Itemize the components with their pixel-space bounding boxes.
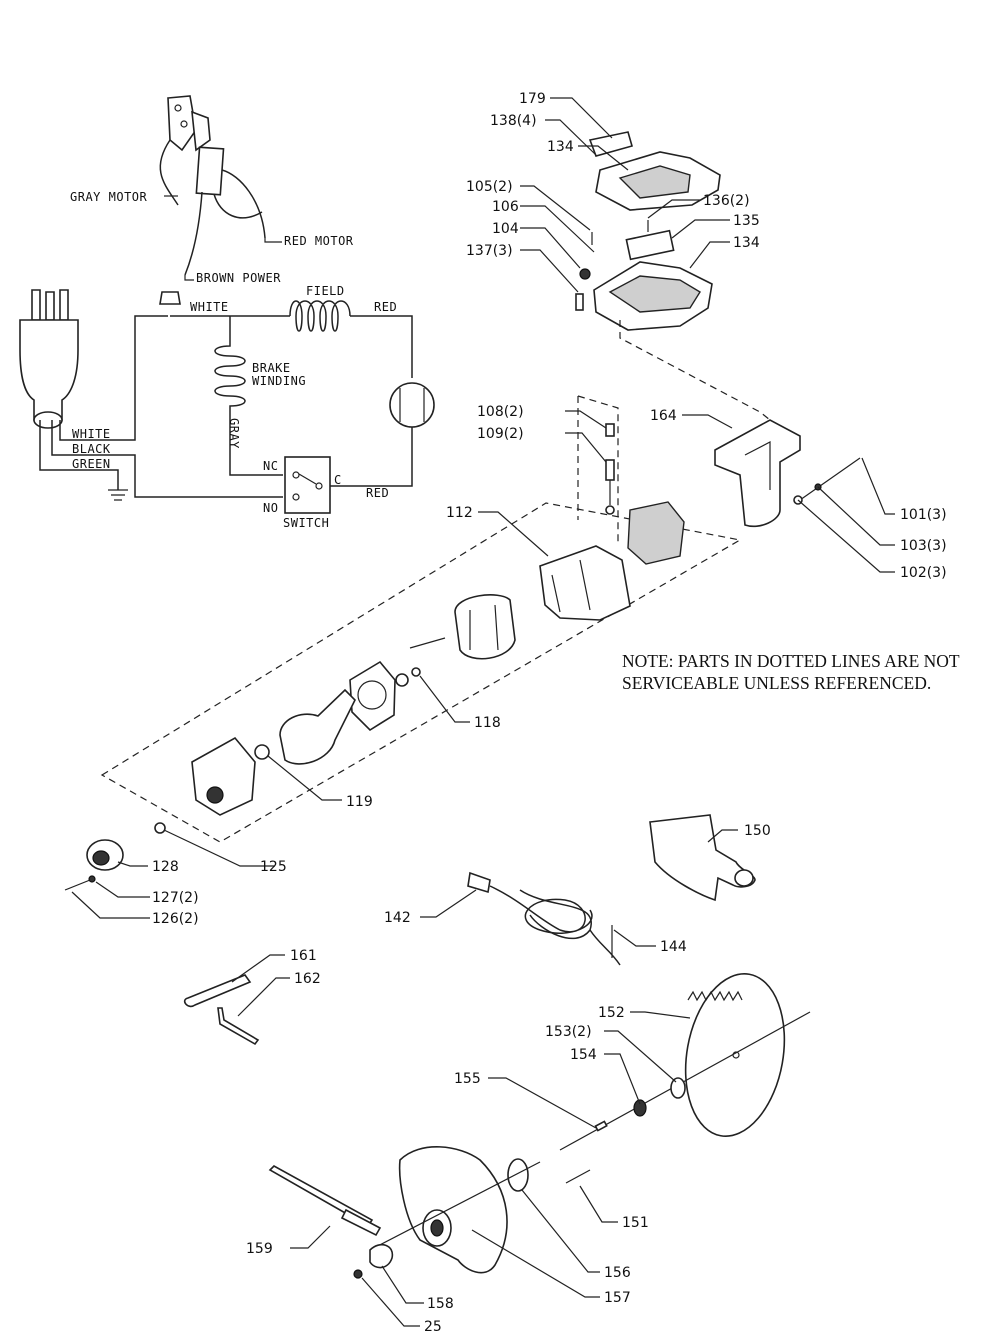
label-127: 127(2) bbox=[152, 890, 199, 906]
label-137: 137(3) bbox=[466, 243, 513, 259]
label-118: 118 bbox=[474, 715, 501, 731]
switch-135 bbox=[625, 229, 675, 261]
label-134-top: 134 bbox=[547, 139, 574, 155]
white-wire-label: WHITE bbox=[190, 300, 229, 314]
saw-blade-152 bbox=[559, 973, 811, 1151]
screw-137 bbox=[575, 293, 584, 311]
wire-nut bbox=[159, 291, 181, 305]
label-161: 161 bbox=[290, 948, 317, 964]
c-label: C bbox=[334, 473, 342, 487]
no-label: NO bbox=[263, 501, 278, 515]
brown-power-label: BROWN POWER bbox=[196, 271, 281, 285]
label-108: 108(2) bbox=[477, 404, 524, 420]
white-plug-label: WHITE bbox=[72, 427, 111, 441]
red-top-label: RED bbox=[374, 300, 397, 314]
label-25: 25 bbox=[424, 1319, 442, 1335]
label-119: 119 bbox=[346, 794, 373, 810]
blade-guard-150 bbox=[649, 814, 756, 902]
label-144: 144 bbox=[660, 939, 687, 955]
label-101: 101(3) bbox=[900, 507, 947, 523]
label-109: 109(2) bbox=[477, 426, 524, 442]
label-125: 125 bbox=[260, 859, 287, 875]
label-104: 104 bbox=[492, 221, 519, 237]
gear-case bbox=[191, 736, 256, 816]
note-line-1: NOTE: PARTS IN DOTTED LINES ARE NOT bbox=[622, 651, 960, 671]
note-line-2: SERVICEABLE UNLESS REFERENCED. bbox=[622, 673, 931, 693]
part-number-labels: 179 138(4) 134 105(2) 106 104 137(3) 136… bbox=[152, 91, 947, 1335]
wiring-schematic: GRAY MOTOR RED MOTOR BROWN POWER WHITE B… bbox=[19, 95, 435, 530]
label-154: 154 bbox=[570, 1047, 597, 1063]
handle-assembly bbox=[575, 131, 721, 331]
green-wire-label: GREEN bbox=[72, 457, 111, 471]
red-motor-label: RED MOTOR bbox=[284, 234, 354, 248]
brake-label: BRAKE bbox=[252, 361, 291, 375]
label-150: 150 bbox=[744, 823, 771, 839]
motor-symbol bbox=[389, 382, 435, 428]
label-156: 156 bbox=[604, 1265, 631, 1281]
label-162: 162 bbox=[294, 971, 321, 987]
black-wire-label: BLACK bbox=[72, 442, 111, 456]
part-156 bbox=[507, 1158, 529, 1192]
part-104 bbox=[579, 268, 591, 280]
armature bbox=[279, 688, 356, 765]
bearing-128 bbox=[64, 839, 124, 891]
label-136: 136(2) bbox=[703, 193, 750, 209]
label-159: 159 bbox=[246, 1241, 273, 1257]
wrench-161 bbox=[183, 974, 252, 1008]
label-153: 153(2) bbox=[545, 1024, 592, 1040]
label-142: 142 bbox=[384, 910, 411, 926]
gray-motor-label: GRAY MOTOR bbox=[70, 190, 148, 204]
label-106: 106 bbox=[492, 199, 519, 215]
motor-switch-plug-drawing bbox=[159, 95, 266, 276]
field-coil bbox=[454, 594, 516, 660]
red-switch-label: RED bbox=[366, 486, 389, 500]
label-102: 102(3) bbox=[900, 565, 947, 581]
nc-label: NC bbox=[263, 459, 278, 473]
link-159 bbox=[268, 1165, 394, 1279]
label-164: 164 bbox=[650, 408, 677, 424]
winding-label: WINDING bbox=[252, 374, 306, 388]
power-cord-142 bbox=[467, 871, 621, 966]
hex-key-162 bbox=[217, 1007, 260, 1046]
label-135: 135 bbox=[733, 213, 760, 229]
label-103: 103(3) bbox=[900, 538, 947, 554]
label-179: 179 bbox=[519, 91, 546, 107]
leader-lines bbox=[71, 97, 895, 1327]
lower-guard-157 bbox=[369, 1146, 591, 1274]
label-128: 128 bbox=[152, 859, 179, 875]
label-126: 126(2) bbox=[152, 911, 199, 927]
label-157: 157 bbox=[604, 1290, 631, 1306]
motor-assembly bbox=[100, 395, 742, 843]
label-138: 138(4) bbox=[490, 113, 537, 129]
power-plug-drawing bbox=[19, 289, 79, 429]
field-label: FIELD bbox=[306, 284, 345, 298]
arm-164 bbox=[619, 320, 861, 528]
label-155: 155 bbox=[454, 1071, 481, 1087]
part-158 bbox=[369, 1243, 394, 1269]
switch-symbol bbox=[284, 456, 331, 514]
gray-wire-label: GRAY bbox=[227, 418, 241, 449]
label-112: 112 bbox=[446, 505, 473, 521]
label-179 bbox=[588, 131, 633, 157]
wrenches bbox=[183, 974, 260, 1046]
label-105: 105(2) bbox=[466, 179, 513, 195]
label-158: 158 bbox=[427, 1296, 454, 1312]
label-152: 152 bbox=[598, 1005, 625, 1021]
label-151: 151 bbox=[622, 1215, 649, 1231]
label-134-bottom: 134 bbox=[733, 235, 760, 251]
switch-label: SWITCH bbox=[283, 516, 329, 530]
